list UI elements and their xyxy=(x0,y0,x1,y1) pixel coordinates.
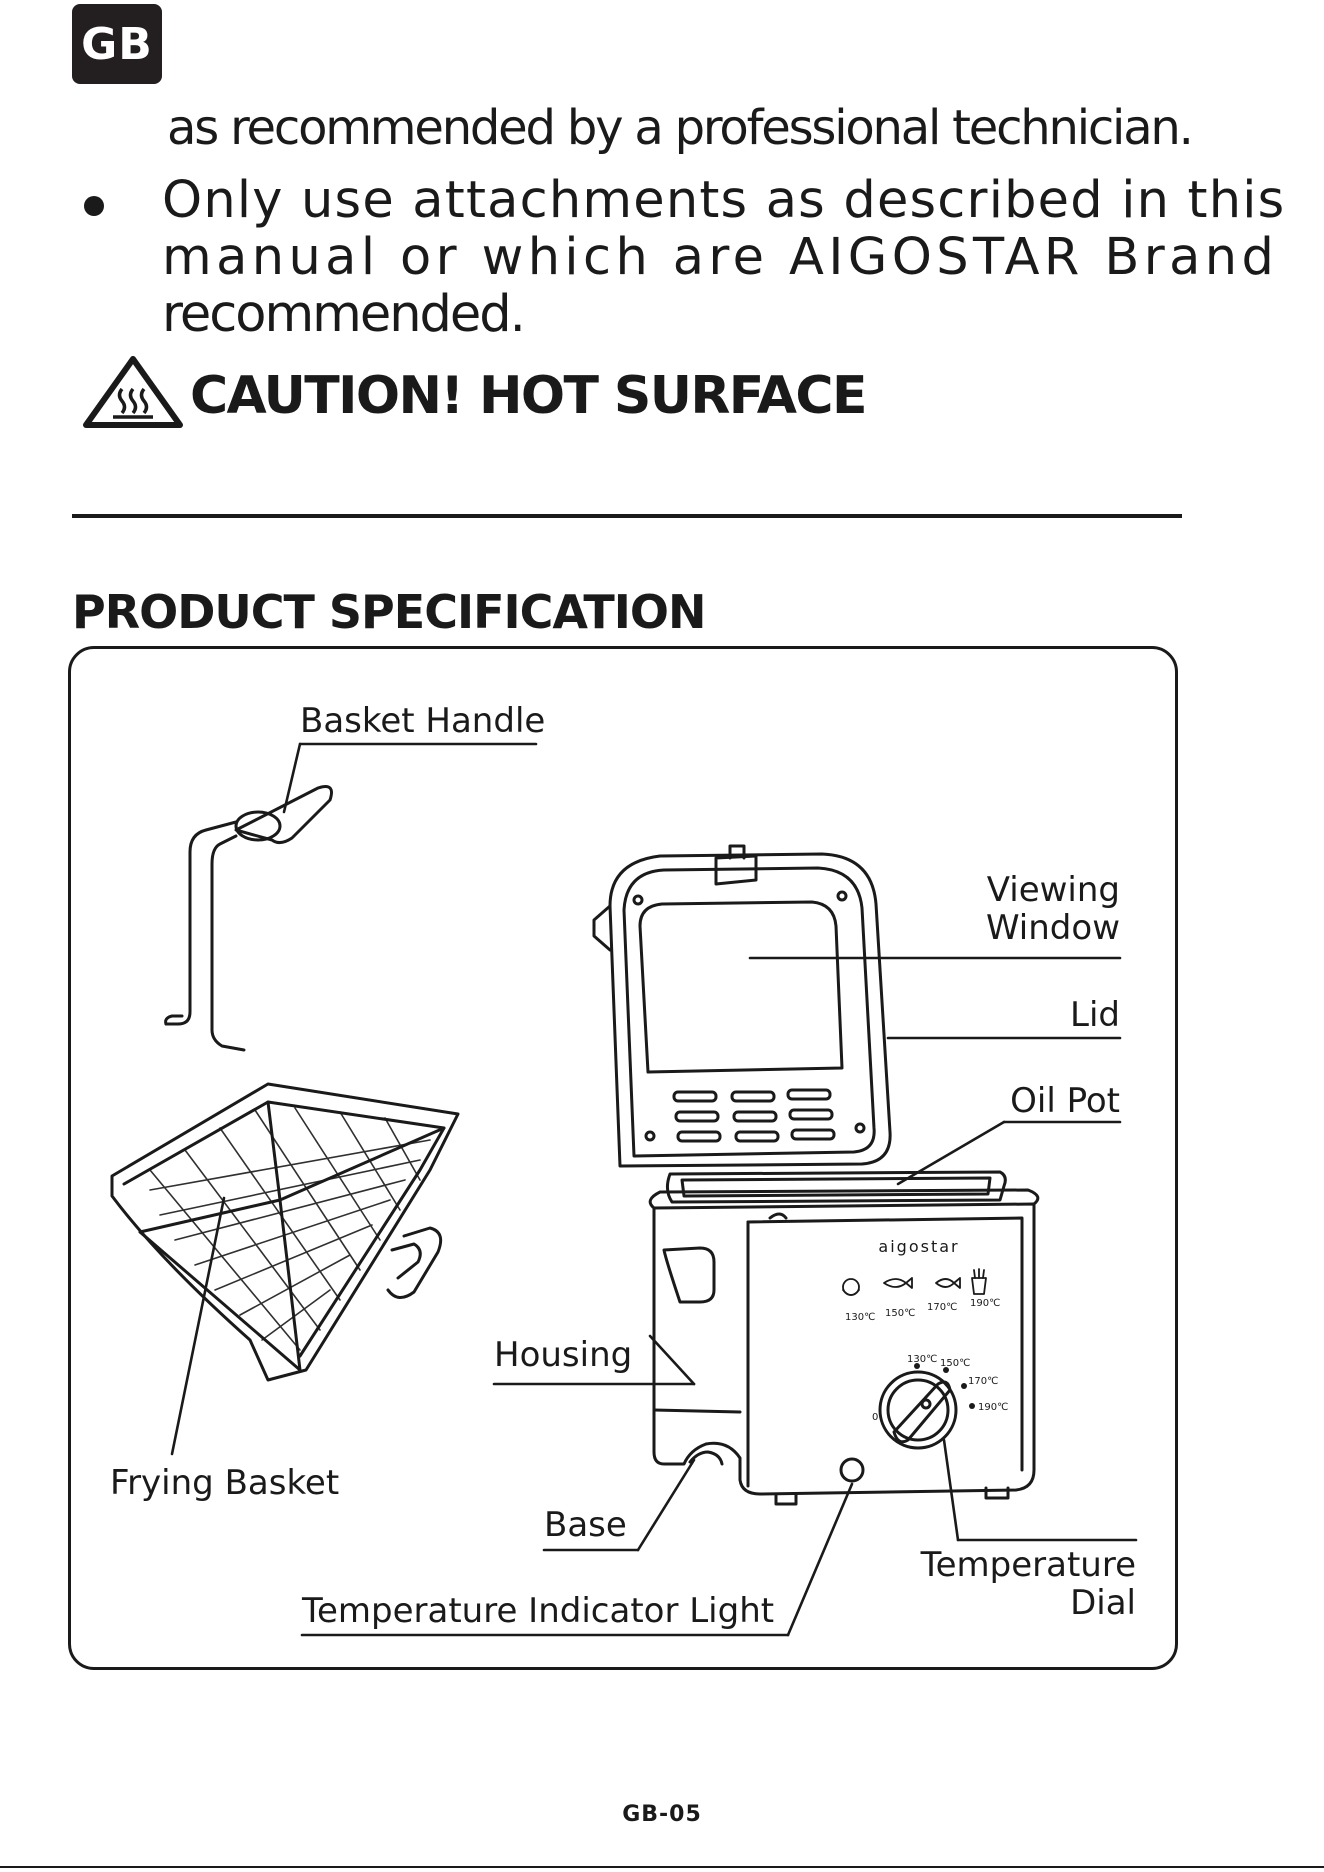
label-temperature-dial-line-2: Dial xyxy=(1070,1583,1136,1623)
basket-handle-illustration xyxy=(164,785,333,1052)
panel-temp-150: 150℃ xyxy=(885,1308,915,1319)
section-title: PRODUCT SPECIFICATION xyxy=(72,585,706,639)
label-lid: Lid xyxy=(1070,995,1120,1035)
label-viewing-window-line-1: Viewing xyxy=(987,870,1120,910)
dial-dots xyxy=(914,1363,975,1409)
label-viewing-window-line-2: Window xyxy=(986,908,1120,948)
bullet-dot xyxy=(84,196,104,216)
bullet-line-2: manual or which are AIGOSTAR Brand xyxy=(162,228,1279,287)
bullet-line-1: Only use attachments as described in thi… xyxy=(162,171,1286,230)
oil-pot-illustration xyxy=(665,1170,1007,1204)
instruction-bullet: Only use attachments as described in thi… xyxy=(162,171,1286,344)
label-frying-basket: Frying Basket xyxy=(110,1463,339,1503)
panel-temp-190: 190℃ xyxy=(970,1298,1000,1309)
lid-vents xyxy=(672,1088,836,1143)
label-basket-handle: Basket Handle xyxy=(300,701,545,741)
hot-surface-warning-icon xyxy=(83,356,183,428)
caution-heading: CAUTION! HOT SURFACE xyxy=(190,366,868,426)
label-base: Base xyxy=(544,1505,627,1545)
dial-mark-190: 190℃ xyxy=(978,1402,1008,1413)
dial-mark-130: 130℃ xyxy=(907,1354,937,1365)
dial-mark-170: 170℃ xyxy=(968,1376,998,1387)
leader-lines xyxy=(170,742,1138,1637)
panel-food-icons xyxy=(842,1268,987,1296)
label-temperature-indicator-light: Temperature Indicator Light xyxy=(301,1591,774,1631)
language-badge: GB xyxy=(72,4,162,84)
frying-basket-illustration xyxy=(110,1082,460,1382)
section-divider xyxy=(72,514,1182,518)
label-temperature-dial-line-1: Temperature xyxy=(920,1545,1136,1585)
page-number: GB-05 xyxy=(622,1802,702,1827)
diagram-frame xyxy=(68,646,1178,1670)
basket-mesh xyxy=(149,1107,431,1351)
dial-mark-zero: 0 xyxy=(872,1412,878,1423)
panel-temp-130: 130℃ xyxy=(845,1312,875,1323)
label-oil-pot: Oil Pot xyxy=(1010,1081,1120,1121)
lid-illustration xyxy=(592,844,892,1168)
instruction-continued-line: as recommended by a professional technic… xyxy=(167,100,1194,156)
bullet-line-3: recommended. xyxy=(162,285,526,344)
temperature-dial-illustration xyxy=(878,1370,958,1450)
bottom-edge-line xyxy=(0,1866,1324,1868)
label-housing: Housing xyxy=(494,1335,632,1375)
brand-mark: aigostar xyxy=(878,1237,959,1256)
dial-mark-150: 150℃ xyxy=(940,1358,970,1369)
panel-temp-170: 170℃ xyxy=(927,1302,957,1313)
housing-illustration xyxy=(648,1188,1040,1506)
